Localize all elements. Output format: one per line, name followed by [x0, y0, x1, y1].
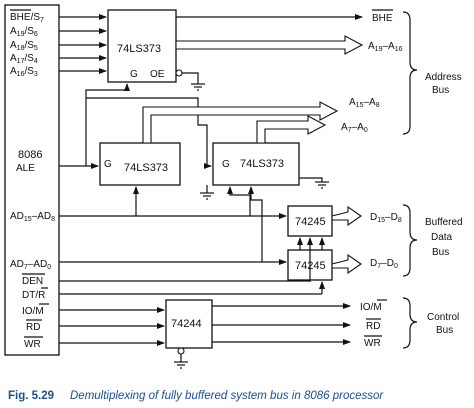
pin-a17: A17/S4 [10, 53, 38, 65]
pin-den: DEN [22, 276, 43, 287]
wire-ale-to-latch-top [85, 83, 130, 98]
wire-ad-low-to-latch2 [248, 186, 263, 262]
brace-address [402, 11, 418, 135]
wire-den [59, 280, 311, 282]
group-address-line1: Address [425, 72, 462, 83]
bus-arrow-d15-d8 [331, 205, 362, 227]
cpu-label: 8086 [18, 149, 42, 161]
latch-mid1-block [99, 142, 181, 186]
out-a7-a0-label: A7–A0 [341, 122, 368, 134]
bus-arrow-d7-d0 [331, 253, 362, 275]
buffer-74244-block [165, 299, 213, 349]
latch-mid2-g-pin: G [222, 159, 230, 170]
group-data-line1: Buffered [425, 217, 463, 228]
xcvr-high-block [287, 205, 333, 237]
latch-mid1-label: 74LS373 [124, 162, 168, 174]
out-a15-a8-label: A15–A8 [349, 97, 380, 109]
buffer-74244-label: 74244 [171, 318, 202, 330]
pin-bhe: BHE/S7 [10, 12, 44, 24]
latch-top-oe-wire [182, 72, 199, 84]
figure-caption: Demultiplexing of fully buffered system … [70, 390, 384, 402]
pin-rd: RD [26, 322, 40, 333]
brace-control [402, 297, 418, 349]
bus-arrow-a7-a0 [256, 115, 327, 144]
pin-ad-low: AD7–AD0 [10, 259, 51, 271]
latch-top-g-pin: G [130, 69, 138, 80]
bus-arrow-a19-a16 [175, 35, 364, 55]
bus-arrow-a15-a8 [142, 101, 339, 144]
pin-dtr: DT/R [22, 290, 45, 301]
out-rd-label: RD [366, 321, 380, 332]
pin-iom: IO/M [22, 306, 44, 317]
pin-ad-high: AD15–AD8 [10, 211, 55, 223]
cpu-8086-block [4, 4, 60, 356]
out-d15-d8-label: D15–D8 [370, 212, 402, 224]
latch-mid2-label: 74LS373 [240, 158, 284, 170]
out-a19-a16-label: A19–A16 [368, 41, 403, 53]
latch-mid1-g-pin: G [104, 159, 112, 170]
pin-a19: A19/S6 [10, 26, 38, 38]
out-iom-label: IO/M [360, 302, 382, 313]
brace-data [402, 204, 418, 277]
group-data-line3: Bus [432, 247, 449, 258]
latch-top-label: 74LS373 [117, 43, 161, 55]
group-control-line1: Control [427, 312, 459, 323]
pin-a16: A16/S3 [10, 66, 38, 78]
group-data-line2: Data [431, 232, 453, 243]
pin-wr: WR [24, 339, 41, 350]
pin-ale: ALE [16, 163, 35, 174]
pin-a18: A18/S5 [10, 40, 38, 52]
latch-top-oe-bubble [175, 69, 183, 77]
group-control-line2: Bus [436, 325, 453, 336]
latch-mid2-block [212, 142, 300, 186]
group-address-line2: Bus [432, 85, 449, 96]
out-d7-d0-label: D7–D0 [370, 258, 398, 270]
buffer-oe-bubble [177, 347, 185, 355]
out-wr-label: WR [364, 338, 381, 349]
out-bhe-label: BHE [372, 13, 393, 24]
figure-number: Fig. 5.29 [8, 390, 54, 402]
latch-top-oe-pin: OE [150, 69, 165, 80]
xcvr-high-label: 74245 [295, 216, 326, 228]
